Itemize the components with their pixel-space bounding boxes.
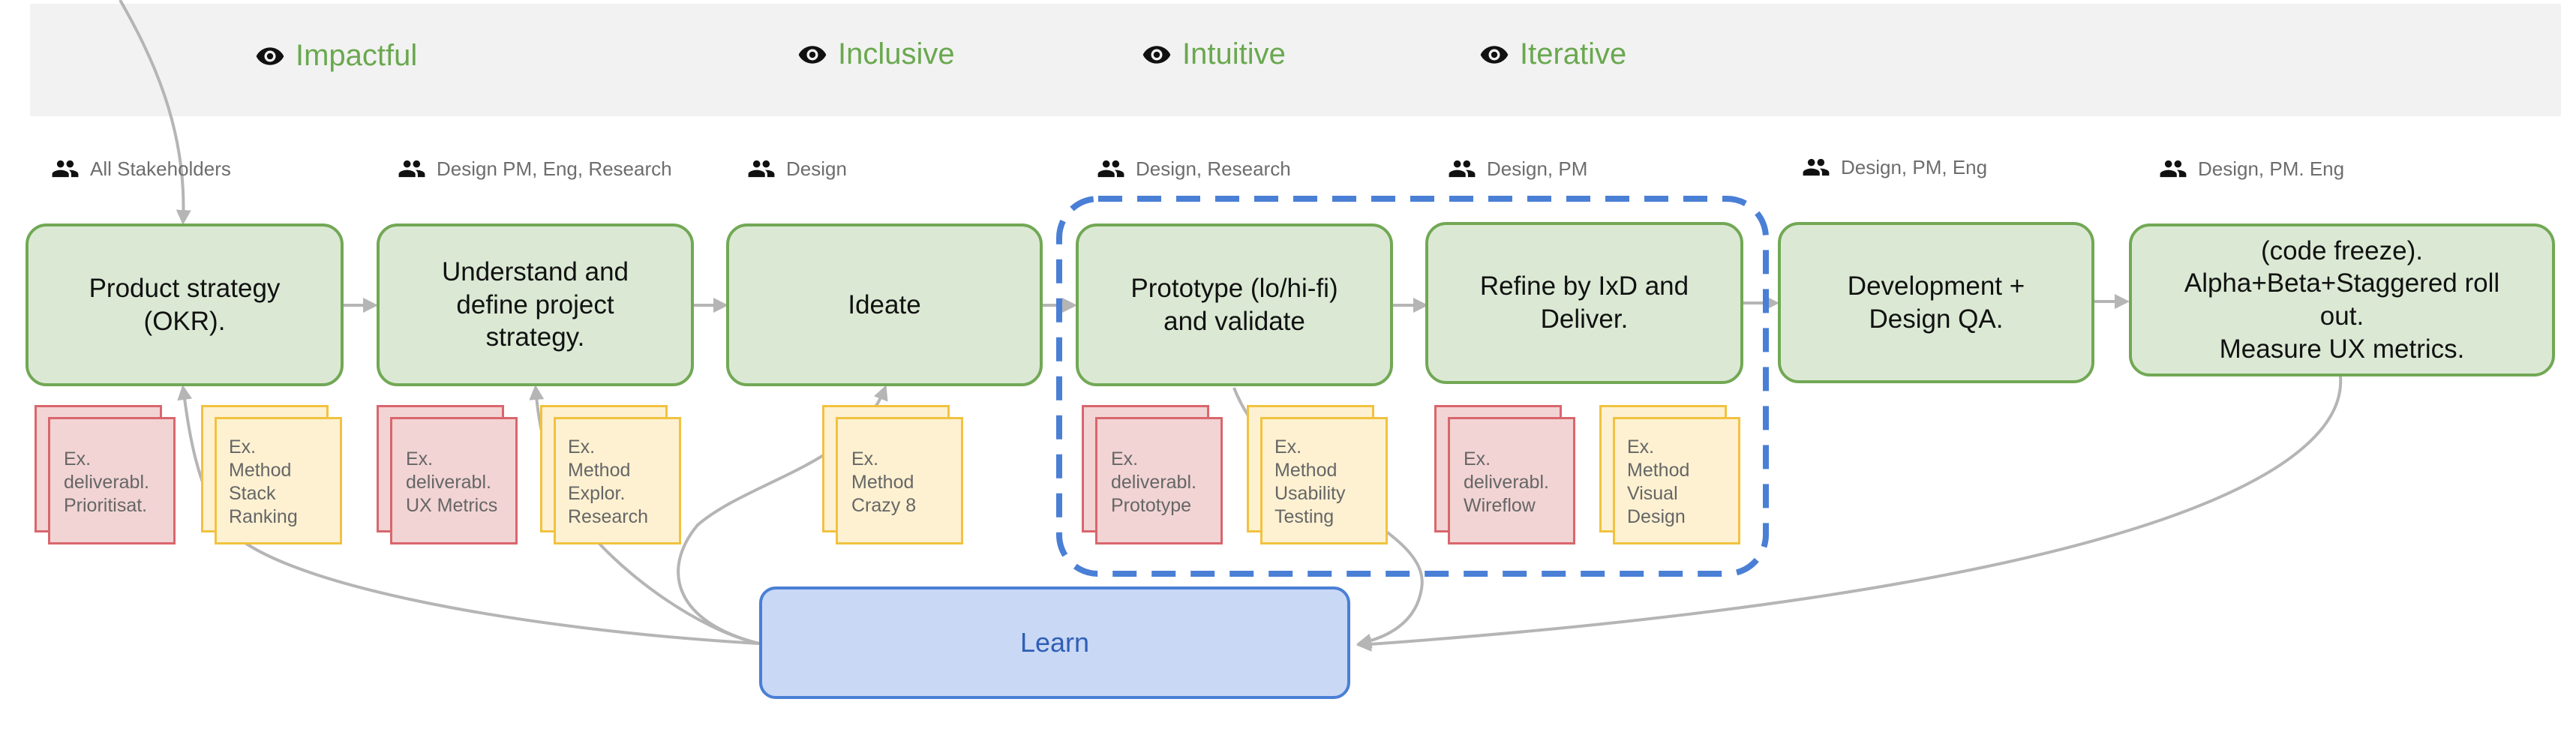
people-icon — [1803, 158, 1830, 176]
role-step-1: All Stakeholders — [51, 154, 231, 183]
role-step-4: Design, Research — [1097, 154, 1291, 183]
eye-icon — [798, 45, 827, 64]
people-icon — [398, 160, 425, 178]
step-prototype-validate[interactable]: Prototype (lo/hi-fi)and validate — [1076, 224, 1393, 386]
principle-inclusive: Inclusive — [797, 38, 955, 71]
arrow-learn-to-step1 — [177, 385, 760, 645]
step-ideate[interactable]: Ideate — [726, 224, 1043, 386]
principle-label: Impactful — [296, 39, 418, 72]
principle-iterative: Iterative — [1479, 38, 1626, 71]
people-icon — [1097, 160, 1124, 178]
role-step-7: Design, PM. Eng — [2159, 154, 2344, 183]
principle-intuitive: Intuitive — [1142, 38, 1286, 71]
people-icon — [748, 160, 775, 178]
sticky-note-deliverable-prototype: Ex.deliverabl.Prototype — [1095, 417, 1223, 544]
principle-label: Iterative — [1520, 38, 1627, 70]
sticky-note-deliverable-wireflow: Ex.deliverabl.Wireflow — [1448, 417, 1575, 544]
learn-label: Learn — [1019, 627, 1090, 658]
arrow-step7-to-learn — [1356, 376, 2343, 652]
role-step-6: Design, PM, Eng — [1802, 153, 1987, 182]
role-step-3: Design — [747, 154, 847, 183]
people-icon — [2160, 160, 2187, 178]
sticky-note-deliverable-prioritisation: Ex.deliverabl.Prioritisat. — [48, 417, 176, 544]
highlight-dashed-box — [1056, 196, 1769, 577]
role-step-2: Design PM, Eng, Research — [398, 154, 672, 183]
step-development-qa[interactable]: Development +Design QA. — [1778, 222, 2094, 383]
arrow-top-to-step1 — [119, 0, 191, 225]
role-step-5: Design, PM — [1448, 154, 1587, 183]
principles-banner — [30, 4, 2561, 116]
eye-icon — [1480, 45, 1509, 64]
people-icon — [52, 160, 79, 178]
principle-label: Inclusive — [838, 38, 955, 70]
step-product-strategy[interactable]: Product strategy(OKR). — [26, 224, 344, 386]
eye-icon — [1142, 45, 1171, 64]
eye-icon — [256, 46, 284, 65]
people-icon — [1449, 160, 1476, 178]
sticky-note-deliverable-ux-metrics: Ex.deliverabl.UX Metrics — [390, 417, 518, 544]
learn-box[interactable]: Learn — [759, 586, 1350, 699]
principle-impactful: Impactful — [255, 39, 417, 73]
principle-label: Intuitive — [1182, 38, 1286, 70]
